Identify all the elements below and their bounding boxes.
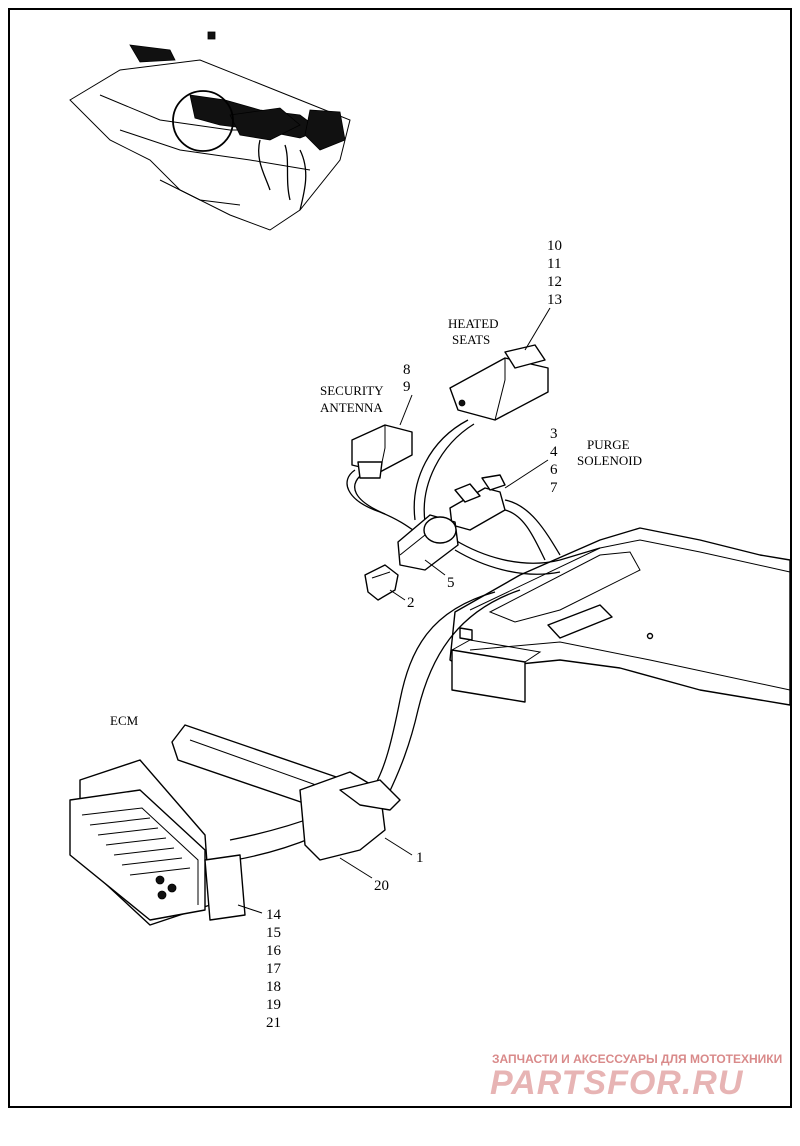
callout-13: 13 xyxy=(547,292,562,308)
security-antenna-connector xyxy=(346,424,421,536)
callout-20: 20 xyxy=(374,878,389,894)
clip-part-2 xyxy=(364,564,399,601)
label-purge-solenoid-line2: SOLENOID xyxy=(577,453,642,468)
mounting-bracket xyxy=(449,527,791,706)
watermark-tagline: ЗАПЧАСТИ И АКСЕССУАРЫ ДЛЯ МОТОТЕХНИКИ xyxy=(492,1052,782,1066)
callout-leaders xyxy=(237,307,551,914)
callout-9: 9 xyxy=(403,379,411,395)
callout-18: 18 xyxy=(266,979,281,995)
callout-12: 12 xyxy=(547,274,562,290)
callout-16: 16 xyxy=(266,943,282,959)
callout-8: 8 xyxy=(403,362,411,378)
callout-21: 21 xyxy=(266,1015,281,1031)
purge-solenoid-connector xyxy=(449,474,561,561)
callout-1: 1 xyxy=(416,850,424,866)
callout-4: 4 xyxy=(550,444,558,460)
callout-15: 15 xyxy=(266,925,281,941)
label-security-antenna-line1: SECURITY xyxy=(320,383,384,398)
label-heated-seats-line2: SEATS xyxy=(452,332,490,347)
label-purge-solenoid-line1: PURGE xyxy=(587,437,630,452)
callout-2: 2 xyxy=(407,595,415,611)
callout-11: 11 xyxy=(547,256,561,272)
callout-7: 7 xyxy=(550,480,558,496)
label-security-antenna-line2: ANTENNA xyxy=(320,400,383,415)
callout-6: 6 xyxy=(550,462,558,478)
callout-14: 14 xyxy=(266,907,282,923)
round-connector-part-5 xyxy=(397,514,459,571)
callout-5: 5 xyxy=(447,575,455,591)
label-heated-seats-line1: HEATED xyxy=(448,316,499,331)
watermark-logo: PARTSFOR.RU xyxy=(490,1064,744,1102)
callout-3: 3 xyxy=(550,426,558,442)
heated-seats-connector xyxy=(413,344,549,523)
ecm-pin-grid xyxy=(81,807,199,905)
ecm-assembly xyxy=(69,724,401,926)
callout-17: 17 xyxy=(266,961,282,977)
label-ecm: ECM xyxy=(110,713,139,728)
callout-19: 19 xyxy=(266,997,281,1013)
callout-10: 10 xyxy=(547,238,562,254)
main-wire-harness xyxy=(229,539,601,861)
vehicle-locator-sketch xyxy=(69,31,351,231)
diagram-border xyxy=(8,8,792,1108)
locator-circle xyxy=(172,90,234,152)
